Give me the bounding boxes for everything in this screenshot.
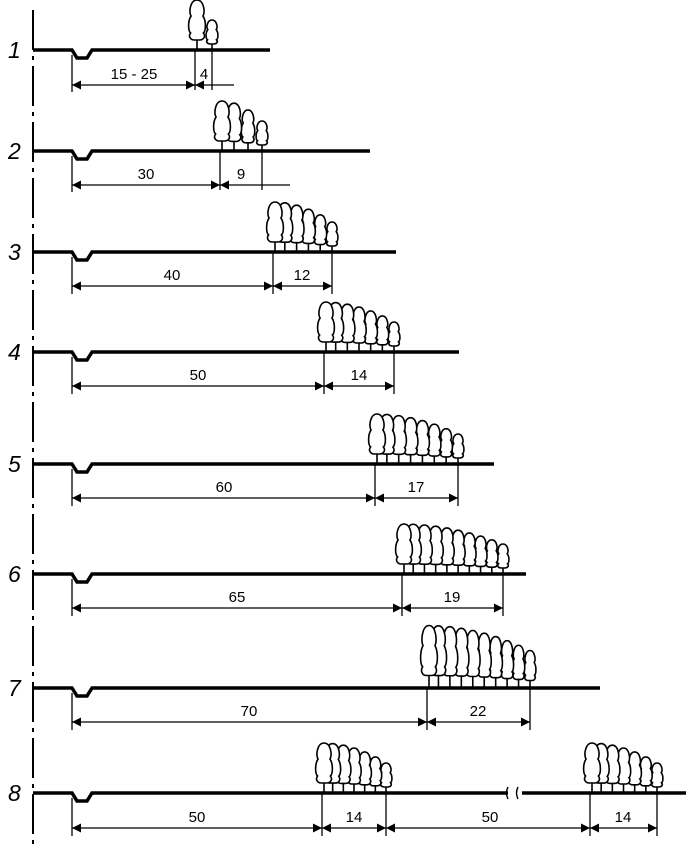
tree-icon <box>375 315 390 346</box>
tree-belt <box>367 413 465 464</box>
ground-line <box>33 686 600 698</box>
width-label: 12 <box>294 267 311 284</box>
tree-icon <box>650 762 664 788</box>
tree-belt <box>419 624 537 688</box>
tree-icon <box>484 539 499 568</box>
row-8: 8 50 14 50 14 <box>8 742 686 836</box>
tree-icon <box>265 201 285 243</box>
width-label: 14 <box>346 809 363 826</box>
ground-line <box>33 48 270 60</box>
ground-line <box>33 572 526 584</box>
tree-icon <box>523 649 537 682</box>
distance-label: 40 <box>164 267 181 284</box>
tree-icon <box>316 301 336 343</box>
tree-icon <box>511 644 526 681</box>
ground-line <box>33 791 508 803</box>
tree-belt <box>212 100 269 151</box>
tree-icon <box>419 624 439 677</box>
tree-icon <box>439 427 454 458</box>
width-label: 19 <box>444 589 461 606</box>
tree-icon <box>314 742 334 784</box>
row-4: 4 50 14 <box>8 301 459 394</box>
tree-icon <box>496 543 510 569</box>
distance-label: 15 - 25 <box>111 66 158 83</box>
tree-icon <box>426 423 442 457</box>
tree-belt <box>314 742 393 793</box>
distance-label: 50 <box>190 367 207 384</box>
tree-icon <box>212 100 232 142</box>
row-7: 7 70 22 <box>8 624 600 730</box>
width-label: 17 <box>408 479 425 496</box>
tree-belt <box>582 742 664 793</box>
row-1: 1 15 - 25 4 <box>8 0 270 92</box>
ground-line <box>33 149 370 161</box>
tree-icon <box>325 221 339 247</box>
gap-label: 50 <box>482 809 499 826</box>
distance-label: 60 <box>216 479 233 496</box>
ground-line <box>33 350 459 362</box>
width-label: 22 <box>470 703 487 720</box>
row-number: 8 <box>8 780 21 806</box>
tree-belt <box>394 523 510 574</box>
tree-icon <box>451 433 465 459</box>
tree-icon <box>367 413 387 455</box>
row-number: 6 <box>8 561 21 587</box>
distance-label: 70 <box>241 703 258 720</box>
width-label: 14 <box>351 367 368 384</box>
row-number: 3 <box>8 239 21 265</box>
break-mark <box>505 786 519 800</box>
distance-label: 30 <box>138 166 155 183</box>
tree-icon <box>582 742 602 784</box>
tree-belt <box>187 0 219 50</box>
row-5: 5 60 17 <box>8 413 494 506</box>
tree-icon <box>387 321 401 347</box>
row-number: 7 <box>8 675 22 701</box>
distance-label: 50 <box>189 809 206 826</box>
row-number: 4 <box>8 339 21 365</box>
width-label: 9 <box>237 166 245 183</box>
ground-line <box>33 462 494 474</box>
row-number: 1 <box>8 37 21 63</box>
row-6: 6 65 19 <box>8 523 526 616</box>
row-2: 2 30 9 <box>7 100 370 192</box>
tree-icon <box>394 523 414 565</box>
row-number: 2 <box>7 138 21 164</box>
tree-icon <box>499 639 515 680</box>
tree-icon <box>255 120 269 146</box>
width-label: 14 <box>615 809 632 826</box>
tree-icon <box>205 19 219 45</box>
distance-label: 65 <box>229 589 246 606</box>
width-label: 4 <box>200 66 208 83</box>
tree-belt <box>316 301 401 352</box>
ground-line <box>33 250 396 262</box>
row-3: 3 40 12 <box>8 201 396 294</box>
tree-icon <box>240 109 256 144</box>
row-number: 5 <box>8 451 21 477</box>
tree-belt <box>265 201 339 252</box>
tree-icon <box>187 0 207 41</box>
